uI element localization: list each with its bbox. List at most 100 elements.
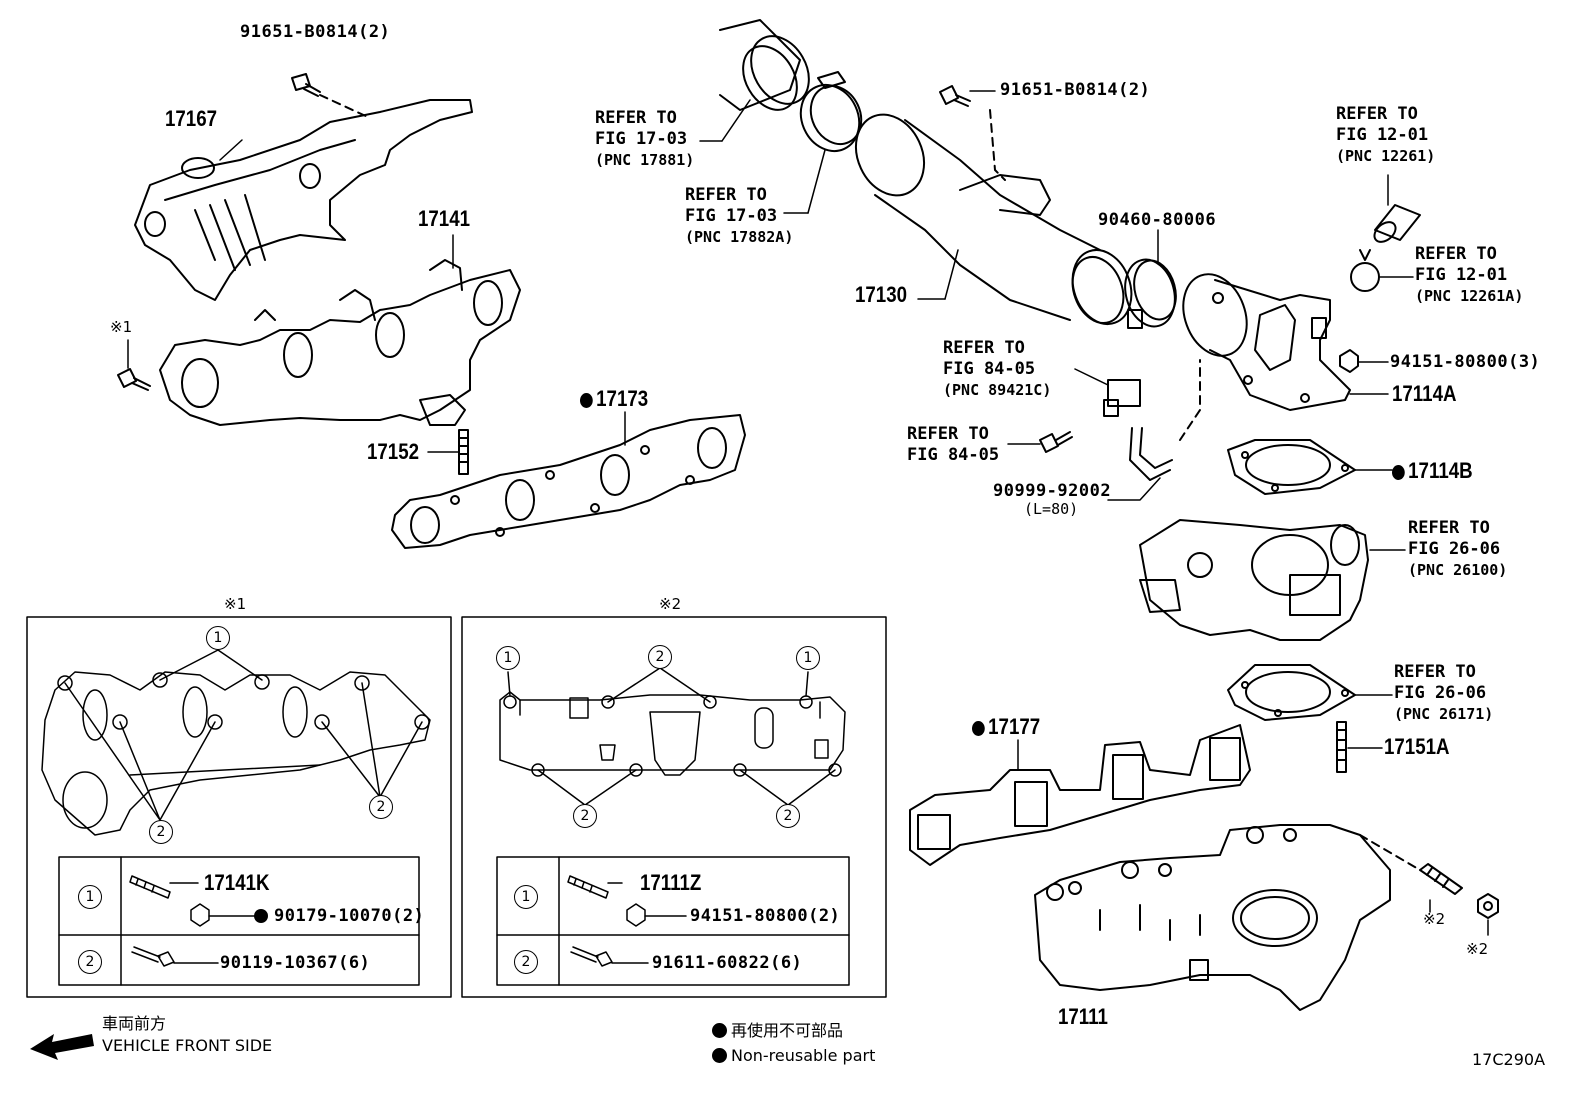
legend-nonreuse-jp-text: 再使用不可部品 [731, 1021, 844, 1040]
label-94151: 94151-80800(3) [1390, 352, 1541, 372]
box1-nut-90179: 90179-10070(2) [274, 906, 425, 926]
ref-26100-line1: REFER TO [1408, 518, 1490, 538]
heat-insulator-17167 [134, 99, 473, 301]
label-90999: 90999-92002 [993, 481, 1112, 501]
ref-12261-line2: FIG 12-01 [1336, 125, 1429, 145]
bolt-left-x1 [117, 368, 151, 391]
ref-26171-pnc: (PNC 26171) [1394, 705, 1494, 723]
mark-x1-bolt: ※1 [110, 318, 133, 336]
sensor-89421C [1103, 379, 1141, 417]
ref-26171: REFER TO FIG 26-06 (PNC 26171) [1394, 662, 1493, 725]
nut-94151 [1339, 349, 1359, 373]
bolt-91651-mid [939, 85, 971, 107]
box2-callout-2b: 2 [776, 804, 800, 828]
box1-title: ※1 [224, 595, 247, 613]
label-17177-text: 17177 [988, 714, 1041, 739]
stud-x2 [1419, 863, 1463, 895]
ref-17882A-line2: FIG 17-03 [685, 206, 778, 226]
ref-84-05-bolt: REFER TO FIG 84-05 [907, 424, 999, 466]
box1-bolt-90119: 90119-10367(6) [220, 953, 371, 973]
legend-nonreuse-en: Non-reusable part [712, 1048, 875, 1064]
legend-dot [712, 1023, 727, 1038]
mark-x2-nut: ※2 [1466, 940, 1489, 958]
ref-26171-line1: REFER TO [1394, 662, 1476, 682]
stud-17152 [458, 429, 469, 475]
box2-callout-2a: 2 [573, 804, 597, 828]
label-17177: 17177 [972, 716, 1040, 738]
gasket-17114B [1227, 439, 1356, 495]
nonreuse-dot [1392, 465, 1405, 480]
box2-table-lines [496, 856, 850, 986]
box2-stud-17111Z: 17111Z [640, 870, 702, 895]
intake-pipe-17130 [854, 113, 1133, 325]
ref-12261A: REFER TO FIG 12-01 (PNC 12261A) [1415, 244, 1523, 307]
ref-17881-pnc: (PNC 17881) [595, 151, 695, 169]
box1-callout-2a: 2 [149, 820, 173, 844]
box1-stud-17141K: 17141K [204, 870, 270, 895]
box2-bolt-91611: 91611-60822(6) [652, 953, 803, 973]
box2-table-icons [567, 875, 687, 967]
ref-26100-line2: FIG 26-06 [1408, 539, 1501, 559]
mark-x2-stud: ※2 [1423, 910, 1446, 928]
stud-17151A [1336, 721, 1347, 773]
box2-callout-2-top: 2 [648, 645, 672, 669]
exhaust-manifold-17141 [159, 259, 521, 426]
box-x1 [26, 616, 452, 998]
ref-12261: REFER TO FIG 12-01 (PNC 12261) [1336, 104, 1435, 167]
gasket-17173 [391, 414, 746, 549]
nonreuse-dot-box1 [254, 909, 268, 923]
ref-84-05-line2: FIG 84-05 [907, 445, 1000, 465]
label-91651-top: 91651-B0814(2) [240, 22, 391, 42]
label-17152: 17152 [367, 439, 420, 464]
nonreuse-dot [972, 721, 985, 736]
ref-17881-line2: FIG 17-03 [595, 129, 688, 149]
box2-manifold-drawing [499, 667, 846, 806]
box1-row2-circle: 2 [78, 950, 102, 974]
legend-front-en: VEHICLE FRONT SIDE [102, 1036, 273, 1055]
legend-dot [712, 1048, 727, 1063]
plug-12261A [1350, 249, 1380, 292]
ref-17882A: REFER TO FIG 17-03 (PNC 17882A) [685, 185, 793, 248]
bolt-91651-top [291, 73, 321, 97]
clamp-ring [799, 83, 863, 153]
ref-17882A-pnc: (PNC 17882A) [685, 228, 794, 246]
label-17114B-text: 17114B [1408, 458, 1473, 483]
nonreuse-dot [580, 393, 593, 408]
ref-12261A-line1: REFER TO [1415, 244, 1497, 264]
ref-89421C-line2: FIG 84-05 [943, 359, 1036, 379]
gasket-26171 [1227, 664, 1356, 721]
ref-12261-pnc: (PNC 12261) [1336, 147, 1436, 165]
ref-89421C-line1: REFER TO [943, 338, 1025, 358]
box1-callout-1: 1 [206, 626, 230, 650]
bolt-84-05 [1039, 431, 1073, 453]
box2-callout-1a: 1 [496, 646, 520, 670]
box2-title: ※2 [659, 595, 682, 613]
ref-26171-line2: FIG 26-06 [1394, 683, 1487, 703]
ref-89421C: REFER TO FIG 84-05 (PNC 89421C) [943, 338, 1051, 401]
ref-17881: REFER TO FIG 17-03 (PNC 17881) [595, 108, 694, 171]
intake-manifold-17111 [1034, 824, 1391, 1011]
ref-17882A-line1: REFER TO [685, 185, 767, 205]
box2-nut-94151: 94151-80800(2) [690, 906, 841, 926]
label-17151A: 17151A [1384, 734, 1450, 759]
ref-12261A-pnc: (PNC 12261A) [1415, 287, 1524, 305]
box1-row1-circle: 1 [78, 885, 102, 909]
label-90460: 90460-80006 [1098, 210, 1217, 230]
legend-nonreuse-en-text: Non-reusable part [731, 1046, 876, 1065]
label-17173-text: 17173 [596, 386, 649, 411]
label-17111: 17111 [1058, 1004, 1108, 1029]
ref-26100: REFER TO FIG 26-06 (PNC 26100) [1408, 518, 1507, 581]
box1-manifold-drawing [41, 649, 431, 836]
label-90999-length: (L=80) [1024, 500, 1079, 518]
figure-code: 17C290A [1472, 1050, 1546, 1069]
label-17173: 17173 [580, 388, 648, 410]
ref-12261A-line2: FIG 12-01 [1415, 265, 1508, 285]
gasket-17177 [909, 724, 1251, 866]
label-17167: 17167 [165, 106, 218, 131]
intake-hose-top [719, 19, 846, 111]
box2-callout-1b: 1 [796, 646, 820, 670]
vehicle-front-arrow [30, 1034, 94, 1060]
box1-callout-2b: 2 [369, 795, 393, 819]
